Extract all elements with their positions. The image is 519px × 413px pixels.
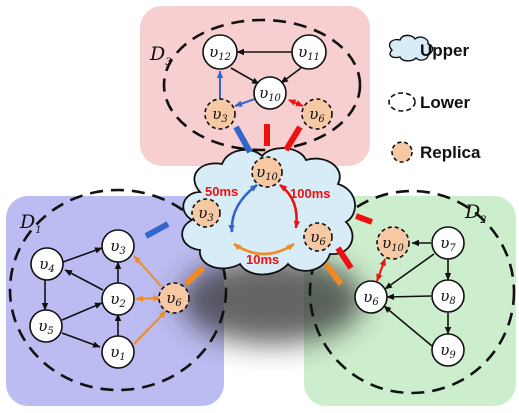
- replica-node-d3-v6: υ6: [301, 98, 333, 130]
- node-d1-v1: υ1: [101, 335, 135, 369]
- edge-d3-v6-v10: [288, 99, 304, 107]
- svg-text:υ4: υ4: [39, 255, 55, 275]
- edge-d3-v12-v10: [230, 67, 260, 85]
- node-d1-v5: υ5: [29, 309, 63, 343]
- edge-d1-v6-v3: [133, 255, 162, 287]
- lower-ring-d3: [162, 18, 362, 152]
- big-arrow-red-up-d2: [335, 246, 354, 270]
- edge-d1-v6-v2: [135, 295, 161, 302]
- lower-ring-d2: [308, 189, 516, 395]
- big-arrow-red-d3-up: [283, 125, 303, 152]
- node-d3-v10: υ10: [253, 76, 287, 110]
- replica-node-d1-v6: υ6: [158, 282, 190, 314]
- edge-d1-v4-v3: [62, 247, 103, 263]
- replica-node-d3-v3: υ3: [204, 98, 236, 130]
- legend-upper-cloud-icon: [388, 34, 434, 62]
- svg-text:υ3: υ3: [198, 204, 214, 224]
- lower-ring-d1: [8, 188, 228, 392]
- legend-replica-icon: [391, 141, 413, 163]
- legend-replica-label: Replica: [420, 143, 481, 162]
- edge-d3-v10-v3: [234, 98, 256, 107]
- node-d2-v7: υ7: [431, 226, 465, 260]
- node-d3-v11: υ11: [291, 34, 327, 70]
- edge-d2-v8-v6: [386, 293, 432, 301]
- node-d3-v12: υ12: [202, 34, 238, 70]
- replica-node-upper-v10: υ10: [251, 156, 283, 188]
- big-arrow-blue-d3-up: [233, 125, 253, 154]
- latency-arc-v3-v6: [233, 242, 295, 256]
- domain-label-d1: D1: [19, 211, 42, 236]
- legend-lower-ring-icon: [388, 92, 416, 112]
- legend-upper-label: Upper: [420, 41, 470, 60]
- edge-d1-v2-v4: [64, 269, 104, 291]
- latency-label-50ms: 50ms: [205, 184, 238, 199]
- domain-label-d2: D2: [464, 201, 487, 226]
- node-d1-v4: υ4: [30, 247, 64, 281]
- node-d2-v8: υ8: [431, 279, 465, 313]
- svg-text:υ6: υ6: [363, 288, 379, 308]
- latency-label-10ms: 10ms: [246, 252, 279, 267]
- domain-label-d3: D3: [149, 43, 172, 68]
- svg-text:υ6: υ6: [166, 289, 182, 309]
- latency-label-100ms: 100ms: [290, 186, 330, 201]
- big-arrow-red-d2-up: [354, 213, 374, 225]
- svg-text:υ6: υ6: [310, 228, 326, 248]
- node-d1-v2: υ2: [101, 282, 135, 316]
- svg-text:υ10: υ10: [256, 163, 278, 183]
- svg-text:υ10: υ10: [259, 84, 281, 104]
- node-d1-v3: υ3: [101, 229, 135, 263]
- svg-text:υ7: υ7: [440, 234, 456, 254]
- edge-d2-v9-v6: [383, 305, 433, 347]
- latency-arc-v10-v3: [228, 183, 258, 233]
- edge-d2-v10-v6: [376, 258, 386, 282]
- svg-text:υ8: υ8: [440, 287, 456, 307]
- svg-text:υ2: υ2: [110, 290, 126, 310]
- svg-text:υ11: υ11: [298, 43, 320, 63]
- svg-text:υ1: υ1: [110, 343, 126, 363]
- legend: Upper Lower Replica: [388, 34, 481, 163]
- replica-node-upper-v3: υ3: [191, 198, 221, 228]
- svg-text:υ10: υ10: [382, 234, 404, 254]
- svg-text:υ12: υ12: [209, 43, 231, 63]
- node-d2-v9: υ9: [431, 333, 465, 367]
- replica-node-upper-v6: υ6: [303, 222, 333, 252]
- svg-text:υ3: υ3: [212, 105, 228, 125]
- edge-d1-v1-v6: [133, 310, 167, 345]
- svg-text:υ5: υ5: [38, 317, 54, 337]
- node-d2-v6: υ6: [354, 280, 388, 314]
- edge-d1-v5-v1: [61, 332, 101, 348]
- svg-text:υ6: υ6: [309, 105, 325, 125]
- svg-text:υ9: υ9: [440, 341, 456, 361]
- edge-d2-v7-v6: [384, 253, 435, 290]
- edge-d3-v11-v10: [280, 67, 302, 84]
- edge-d1-v5-v2: [61, 302, 103, 321]
- big-arrow-orange-d1-up: [183, 265, 206, 287]
- replica-node-d2-v10: υ10: [376, 226, 410, 260]
- big-arrow-blue-up-d1: [144, 221, 170, 239]
- big-arrow-orange-up-d2: [323, 262, 344, 286]
- svg-text:υ3: υ3: [110, 237, 126, 257]
- latency-arc-v10-v6: [279, 183, 301, 229]
- legend-lower-label: Lower: [420, 93, 470, 112]
